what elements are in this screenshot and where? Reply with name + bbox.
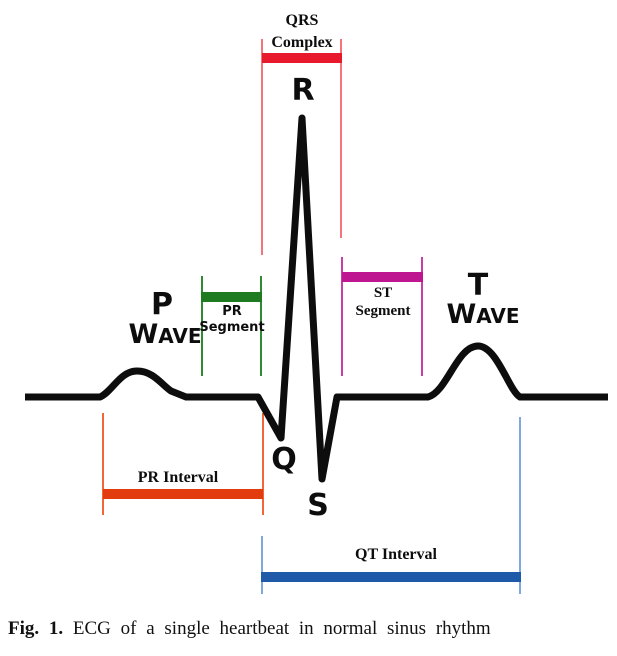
q-trough-label: Q [271,442,297,477]
p-wave-letter: P [151,287,173,322]
t-wave-word: WAVE [446,300,519,331]
qrs-complex-label: QRS Complex [271,10,332,54]
pr-interval-label: PR Interval [137,469,219,486]
pr-segment-label: PR Segment [199,304,264,336]
p-wave-word-initial: W [128,319,159,350]
t-wave-letter: T [467,268,489,303]
ecg-waveform-path [25,114,608,483]
qt-interval-label: QT Interval [355,546,437,563]
qrs-bracket-bar [262,53,342,63]
qrs-complex-label-line1: QRS [285,12,319,29]
r-peak-label: R [291,73,315,108]
st-segment-bar [342,272,423,282]
p-wave-word: WAVE [128,320,201,351]
pr-segment-label-line2: Segment [199,320,265,335]
t-wave-word-initial: W [446,299,477,330]
s-trough-label: S [307,488,329,523]
pr-segment-bar [201,292,262,302]
st-segment-label-line1: ST [373,285,393,301]
pr-interval-bar [103,489,263,499]
qt-interval-bar [261,572,521,582]
st-segment-label-line2: Segment [355,303,411,319]
pr-segment-label-line1: PR [222,304,242,319]
t-wave-word-rest: AVE [476,304,520,328]
p-wave-word-rest: AVE [158,324,202,348]
figure-caption-text: ECG of a single heartbeat in normal sinu… [72,618,491,639]
qrs-complex-label-line2: Complex [271,34,333,51]
figure-caption-number: Fig. 1. [8,618,64,639]
figure-caption: Fig. 1. ECG of a single heartbeat in nor… [8,616,612,642]
st-segment-label: ST Segment [356,284,411,320]
